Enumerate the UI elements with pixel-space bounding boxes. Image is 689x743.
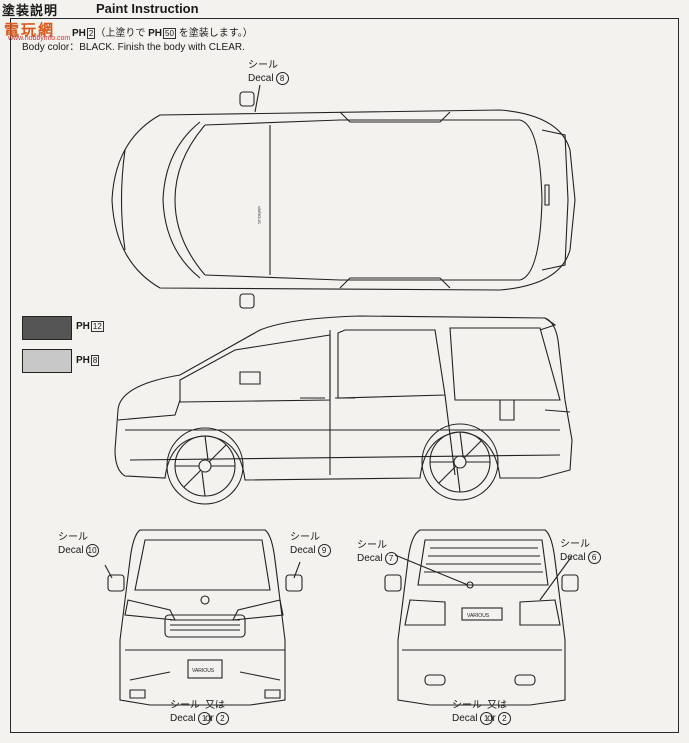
top-view-van <box>111 84 576 309</box>
swatch-dark-gray <box>22 316 72 340</box>
swatch-light-gray <box>22 349 72 373</box>
watermark-url: www.hobbyinfo.com <box>8 35 71 42</box>
paint-instruction-en: Body color：BLACK. Finish the body with C… <box>22 42 245 53</box>
side-view-van <box>114 315 573 505</box>
title-en: Paint Instruction <box>96 1 199 16</box>
watermark-logo: 電玩網 <box>4 22 56 39</box>
front-view-van <box>104 529 303 706</box>
rear-badge: VARIOUS <box>467 613 490 619</box>
roof-badge: VARIOUS <box>257 206 262 224</box>
title-jp: 塗装説明 <box>2 3 59 18</box>
instruction-frame <box>10 18 679 733</box>
rear-view-van <box>384 529 579 706</box>
front-plate-badge: VARIOUS <box>192 668 215 674</box>
